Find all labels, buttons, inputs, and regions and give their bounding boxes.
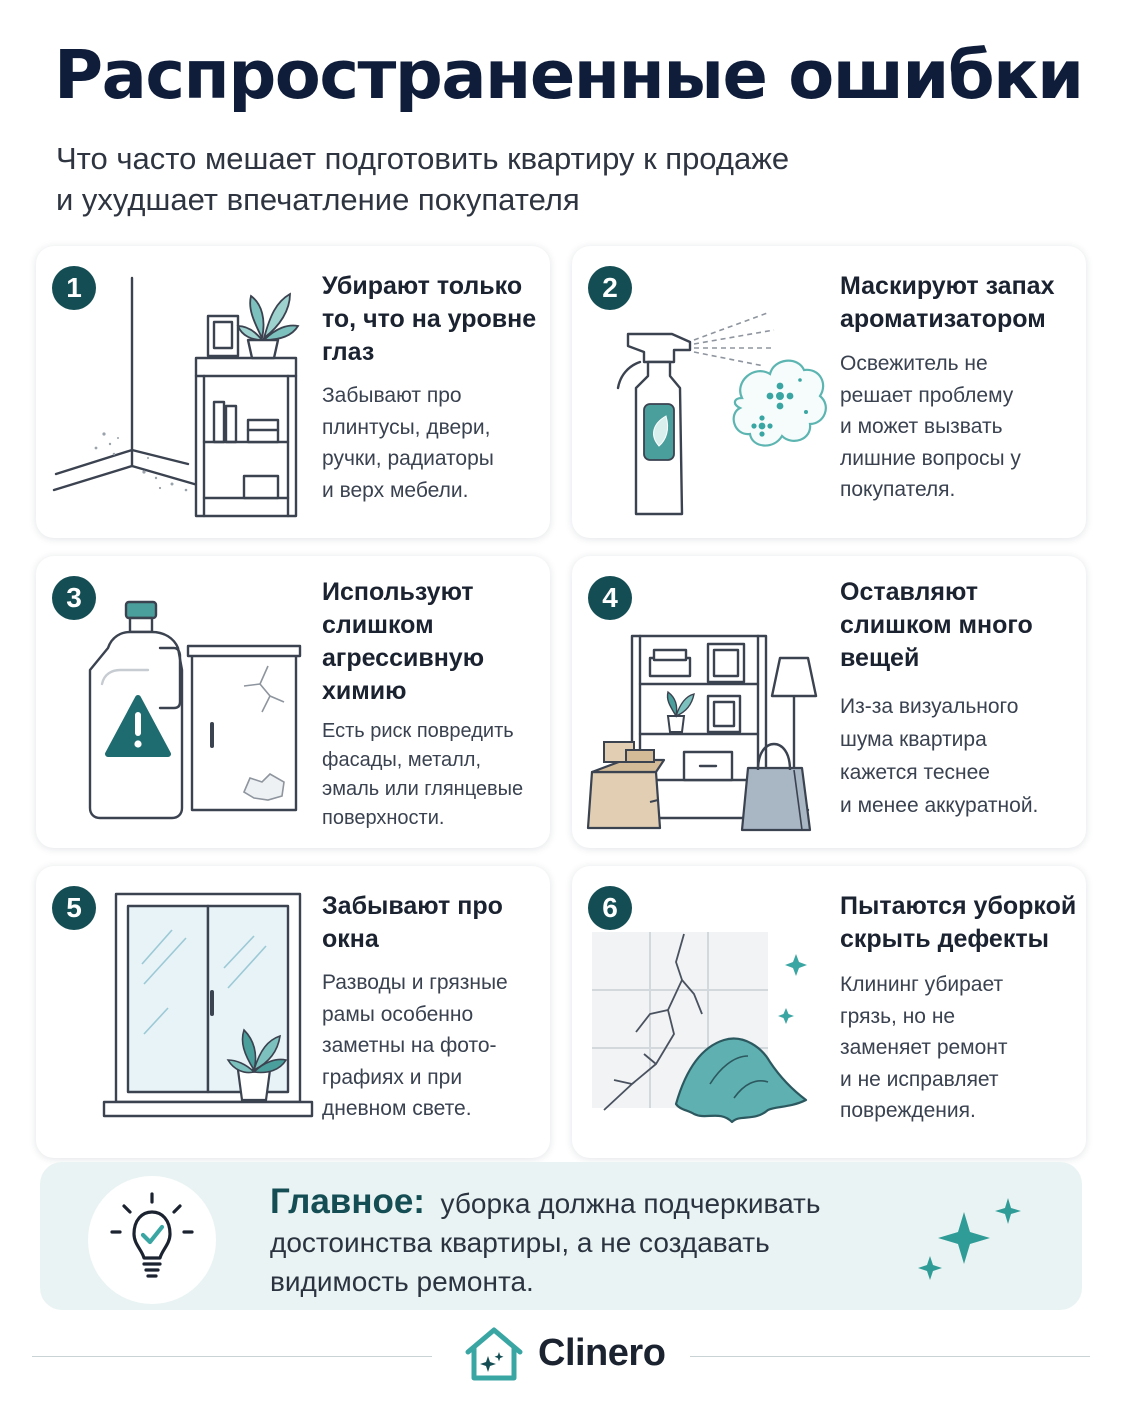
window-illustration	[102, 892, 314, 1118]
summary-line: Главное: уборка должна подчеркивать	[270, 1182, 930, 1223]
mistake-number-badge: 3	[52, 576, 96, 620]
cluttered-room-illustration	[586, 634, 818, 832]
mistake-card-3: 3 Используют слишком агрессивную химию Е…	[36, 556, 550, 848]
mistake-number-badge: 2	[588, 266, 632, 310]
title-line: слишком	[322, 611, 434, 639]
mistake-title: Убирают только то, что на уровне глаз	[322, 270, 547, 369]
description-line: дневном свете.	[322, 1097, 472, 1120]
summary-line-text: уборка должна подчеркивать	[440, 1188, 821, 1219]
description-line: Есть риск повредить	[322, 720, 514, 742]
mistake-card-4: 4 Оставляют слишком много вещей Из-за ви…	[572, 556, 1086, 848]
mistake-card-5: 5 Забывают про окна Разводы и грязные ра…	[36, 866, 550, 1158]
mistake-number-badge: 4	[588, 576, 632, 620]
title-line: Убирают только	[322, 272, 523, 300]
title-line: скрыть дефекты	[840, 925, 1049, 953]
title-line: слишком много	[840, 611, 1033, 639]
summary-label: Главное:	[270, 1182, 425, 1221]
mistake-card-6: 6 Пытаются уборкой скрыть дефекты Клинин…	[572, 866, 1086, 1158]
description-line: шума квартира	[840, 728, 987, 751]
mistake-description: Из-за визуального шума квартира кажется …	[840, 690, 1080, 822]
title-line: вещей	[840, 644, 920, 672]
mistake-number-badge: 5	[52, 886, 96, 930]
description-line: ручки, радиаторы	[322, 447, 494, 470]
title-line: Забывают про	[322, 892, 503, 920]
title-line: глаз	[322, 338, 375, 366]
sparkle-icon	[918, 1198, 1021, 1280]
mistake-description: Клининг убирает грязь, но не заменяет ре…	[840, 969, 1080, 1127]
mistake-title: Оставляют слишком много вещей	[840, 576, 1080, 675]
mistake-number-badge: 6	[588, 886, 632, 930]
description-line: и может вызвать	[840, 415, 1003, 438]
description-line: заменяет ремонт	[840, 1036, 1008, 1059]
description-line: Из-за визуального	[840, 695, 1019, 718]
description-line: покупателя.	[840, 478, 956, 501]
page-subtitle: Что часто мешает подготовить квартиру к …	[56, 138, 956, 220]
mistake-title: Используют слишком агрессивную химию	[322, 576, 547, 708]
title-line: химию	[322, 677, 407, 705]
mistake-title: Забывают про окна	[322, 890, 547, 956]
title-line: то, что на уровне	[322, 305, 537, 333]
mistake-description: Забывают про плинтусы, двери, ручки, рад…	[322, 380, 547, 506]
mistake-number-badge: 1	[52, 266, 96, 310]
footer-divider-left	[32, 1356, 432, 1357]
description-line: рамы особенно	[322, 1002, 474, 1026]
cracked-tiles-cloth-illustration	[592, 932, 808, 1124]
title-line: Используют	[322, 578, 474, 606]
checkmark-lightbulb-icon	[110, 1192, 194, 1278]
summary-line: достоинства квартиры, а не создавать	[270, 1227, 770, 1258]
subtitle-line: Что часто мешает подготовить квартиру к …	[56, 141, 790, 176]
description-line: и верх мебели.	[322, 478, 469, 502]
description-line: Освежитель не	[840, 352, 988, 375]
description-line: кажется теснее	[840, 761, 990, 784]
brand-name: Clinero	[538, 1332, 666, 1374]
description-line: поверхности.	[322, 807, 445, 829]
description-line: заметны на фото-	[322, 1034, 497, 1057]
page-title: Распространенные ошибки	[54, 36, 1084, 114]
mistake-card-2: 2 Маскируют запах ароматизатором Освежит…	[572, 246, 1086, 538]
title-line: ароматизатором	[840, 305, 1046, 333]
corner-shelf-illustration	[52, 276, 300, 518]
description-line: и не исправляет	[840, 1067, 999, 1091]
summary-banner: Главное: уборка должна подчеркивать дост…	[40, 1162, 1082, 1310]
mistake-card-1: 1 Убирают только то, что на уровне глаз …	[36, 246, 550, 538]
description-line: повреждения.	[840, 1099, 976, 1122]
air-freshener-spray-illustration	[616, 311, 827, 516]
mistake-description: Разводы и грязные рамы особенно заметны …	[322, 967, 547, 1125]
footer-divider-right	[690, 1356, 1090, 1357]
description-line: эмаль или глянцевые	[322, 778, 524, 800]
title-line: агрессивную	[322, 644, 485, 672]
lightbulb-badge	[88, 1176, 216, 1304]
title-line: Маскируют запах	[840, 272, 1055, 300]
mistake-description: Есть риск повредить фасады, металл, эмал…	[322, 717, 547, 833]
title-line: Пытаются уборкой	[840, 892, 1077, 920]
description-line: и менее аккуратной.	[840, 794, 1039, 817]
description-line: грязь, но не	[840, 1004, 956, 1028]
summary-text: Главное: уборка должна подчеркивать дост…	[270, 1182, 930, 1301]
summary-line: видимость ремонта.	[270, 1266, 534, 1297]
subtitle-line: и ухудшает впечатление покупателя	[56, 182, 580, 217]
chemical-bottle-illustration	[88, 600, 302, 820]
title-line: окна	[322, 925, 379, 953]
description-line: Клининг убирает	[840, 973, 1004, 996]
description-line: лишние вопросы у	[840, 446, 1021, 470]
title-line: Оставляют	[840, 578, 978, 606]
description-line: плинтусы, двери,	[322, 415, 491, 439]
description-line: Разводы и грязные	[322, 971, 508, 994]
mistake-title: Пытаются уборкой скрыть дефекты	[840, 890, 1082, 956]
mistake-description: Освежитель не решает проблему и может вы…	[840, 348, 1080, 506]
description-line: Забывают про	[322, 384, 462, 407]
description-line: фасады, металл,	[322, 749, 482, 771]
house-logo-icon	[465, 1327, 523, 1381]
description-line: графиях и при	[322, 1065, 463, 1089]
mistake-title: Маскируют запах ароматизатором	[840, 270, 1080, 336]
description-line: решает проблему	[840, 383, 1014, 407]
